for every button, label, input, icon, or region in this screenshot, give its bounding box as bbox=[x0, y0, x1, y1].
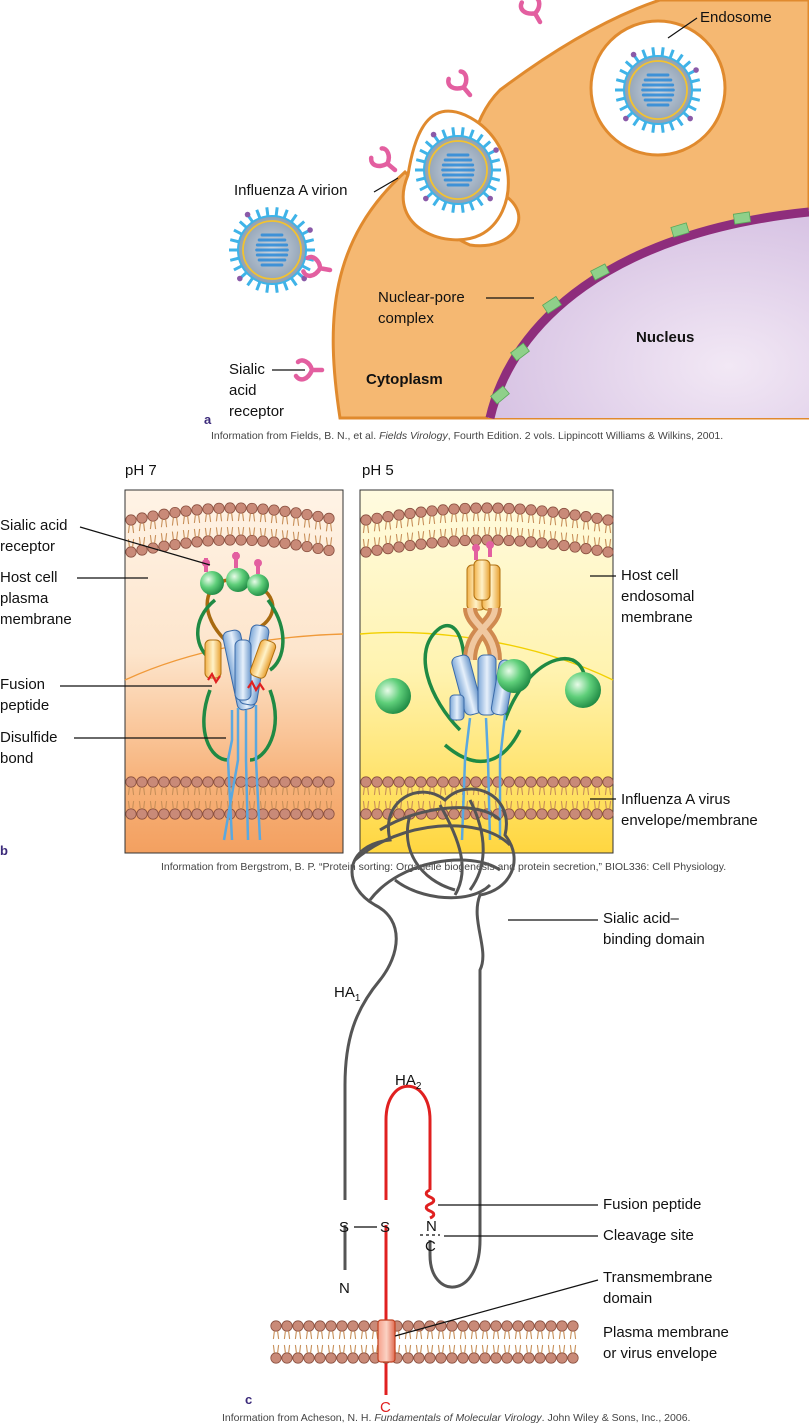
ph7-label: pH 7 bbox=[125, 462, 157, 479]
ha-protein-ph7 bbox=[196, 552, 285, 841]
virion bbox=[229, 207, 315, 293]
s-label-2: S bbox=[380, 1219, 390, 1236]
nucleus-label: Nucleus bbox=[636, 329, 694, 346]
transmembrane-domain bbox=[377, 1319, 396, 1363]
nucleus bbox=[488, 210, 809, 418]
panel-b-letter: b bbox=[0, 843, 8, 858]
sialic-receptor bbox=[293, 358, 325, 382]
virions bbox=[229, 47, 701, 293]
b-disulfide-label-1: Disulfide bbox=[0, 729, 58, 746]
panel-c-credit: Information from Acheson, N. H. Fundamen… bbox=[222, 1412, 690, 1424]
pm-label-1: Plasma membrane bbox=[603, 1324, 729, 1341]
b-host-label-1: Host cell bbox=[0, 569, 58, 586]
panel-a-letter: a bbox=[204, 412, 212, 427]
panel-a: Endosome Influenza A virion Nuclear-pore… bbox=[204, 0, 809, 442]
c-terminus: C bbox=[380, 1399, 391, 1416]
b-sialic-label-2: receptor bbox=[0, 538, 55, 555]
nuclear-pore-label-2: complex bbox=[378, 310, 434, 327]
sialic-domain-label-1: Sialic acid– bbox=[603, 910, 680, 927]
sialic-receptor bbox=[518, 0, 543, 25]
b-endo-label-2: endosomal bbox=[621, 588, 694, 605]
ha1-label: HA1 bbox=[334, 984, 361, 1004]
pm-label-2: or virus envelope bbox=[603, 1345, 717, 1362]
b-env-label-2: envelope/membrane bbox=[621, 812, 758, 829]
b-endo-label-3: membrane bbox=[621, 609, 693, 626]
nuclear-pore-label-1: Nuclear-pore bbox=[378, 289, 465, 306]
panel-b: pH 7 pH 5 bbox=[0, 462, 758, 873]
panel-c-letter: c bbox=[245, 1392, 252, 1407]
tm-label-1: Transmembrane bbox=[603, 1269, 712, 1286]
sialic-receptor bbox=[301, 254, 333, 278]
c-cleavage: C bbox=[425, 1238, 436, 1255]
ha-protein-ph5 bbox=[375, 541, 601, 841]
sialic-receptors bbox=[293, 0, 543, 382]
s-label-1: S bbox=[339, 1219, 349, 1236]
panel-a-credit: Information from Fields, B. N., et al. F… bbox=[211, 430, 723, 442]
plasma-membrane-c bbox=[270, 1320, 579, 1364]
fusion-peptide-label: Fusion peptide bbox=[603, 1196, 701, 1213]
sialic-label-2: acid bbox=[229, 382, 257, 399]
sialic-receptor bbox=[368, 146, 398, 173]
ha1-strand bbox=[343, 787, 516, 1289]
cleavage-site-label: Cleavage site bbox=[603, 1227, 694, 1244]
n-cleavage: N bbox=[426, 1218, 437, 1235]
ph5-label: pH 5 bbox=[362, 462, 394, 479]
virion bbox=[415, 127, 501, 213]
panel-b-credit: Information from Bergstrom, B. P. “Prote… bbox=[161, 861, 726, 873]
virion-label: Influenza A virion bbox=[234, 182, 347, 199]
sialic-domain-label-2: binding domain bbox=[603, 931, 705, 948]
b-env-label-1: Influenza A virus bbox=[621, 791, 730, 808]
b-fusion-label-1: Fusion bbox=[0, 676, 45, 693]
sialic-label-3: receptor bbox=[229, 403, 284, 420]
tm-label-2: domain bbox=[603, 1290, 652, 1307]
b-disulfide-label-2: bond bbox=[0, 750, 33, 767]
b-sialic-label-1: Sialic acid bbox=[0, 517, 68, 534]
sialic-label-1: Sialic bbox=[229, 361, 265, 378]
b-fusion-label-2: peptide bbox=[0, 697, 49, 714]
ph7-box bbox=[124, 489, 344, 854]
virion bbox=[615, 47, 701, 133]
b-host-label-3: membrane bbox=[0, 611, 72, 628]
cytoplasm-label: Cytoplasm bbox=[366, 371, 443, 388]
ha2-label: HA2 bbox=[395, 1072, 422, 1092]
ph5-box bbox=[359, 489, 614, 854]
panel-c: S S N N C C HA1 HA2 Sialic acid– binding… bbox=[222, 787, 729, 1424]
endosome-label: Endosome bbox=[700, 9, 772, 26]
b-endo-label-1: Host cell bbox=[621, 567, 679, 584]
n-terminus: N bbox=[339, 1280, 350, 1297]
ha2-strand bbox=[384, 1084, 436, 1395]
b-host-label-2: plasma bbox=[0, 590, 49, 607]
nuclear-pores bbox=[490, 211, 752, 405]
sialic-receptor bbox=[446, 69, 473, 98]
